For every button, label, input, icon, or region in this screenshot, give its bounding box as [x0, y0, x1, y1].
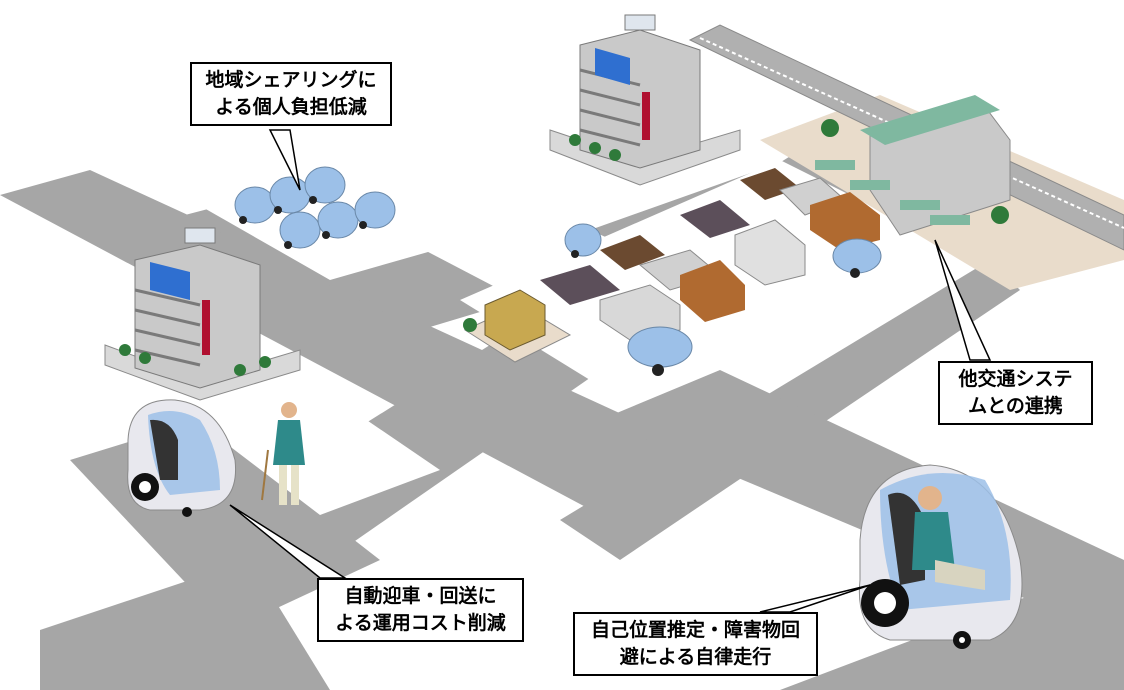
shared-vehicles	[234, 166, 882, 376]
pointer-transit	[934, 239, 992, 361]
trees	[119, 119, 1009, 376]
autonomous-vehicle	[858, 464, 1023, 649]
callout-selfdriving-line2: 避による自律走行	[619, 646, 772, 668]
bus-shelter	[930, 215, 970, 225]
houses	[463, 168, 880, 363]
pointer-sharing	[268, 129, 301, 191]
callout-autopickup-line1: 自動迎車・回送に	[344, 585, 497, 607]
callout-selfdriving: 自己位置推定・障害物回 避による自律走行	[573, 612, 818, 676]
station-roof	[860, 95, 1000, 145]
callout-transit: 他交通システ ムとの連携	[938, 361, 1093, 425]
callout-sharing-line2: よる個人負担低減	[215, 96, 367, 118]
office-building-left	[104, 227, 301, 401]
callout-sharing-line1: 地域シェアリングに	[205, 69, 377, 91]
callout-autopickup: 自動迎車・回送に よる運用コスト削減	[317, 578, 524, 642]
train-station	[688, 24, 1124, 290]
callout-sharing: 地域シェアリングに よる個人負担低減	[190, 62, 392, 126]
bus-shelter	[815, 160, 855, 170]
callout-autopickup-line2: よる運用コスト削減	[335, 612, 506, 634]
bus-shelter	[900, 200, 940, 210]
elderly-pedestrian	[261, 402, 305, 505]
callout-transit-line2: ムとの連携	[968, 395, 1063, 417]
callout-selfdriving-line1: 自己位置推定・障害物回	[590, 619, 800, 641]
bus-shelter	[850, 180, 890, 190]
office-building-top	[549, 14, 741, 186]
pointer-selfdriving	[759, 584, 871, 613]
callout-pointers	[229, 129, 992, 613]
crosswalk-lot	[215, 395, 440, 515]
road-bottom	[40, 560, 330, 690]
pickup-vehicle	[127, 399, 237, 517]
callout-transit-line1: 他交通システ	[958, 368, 1073, 390]
